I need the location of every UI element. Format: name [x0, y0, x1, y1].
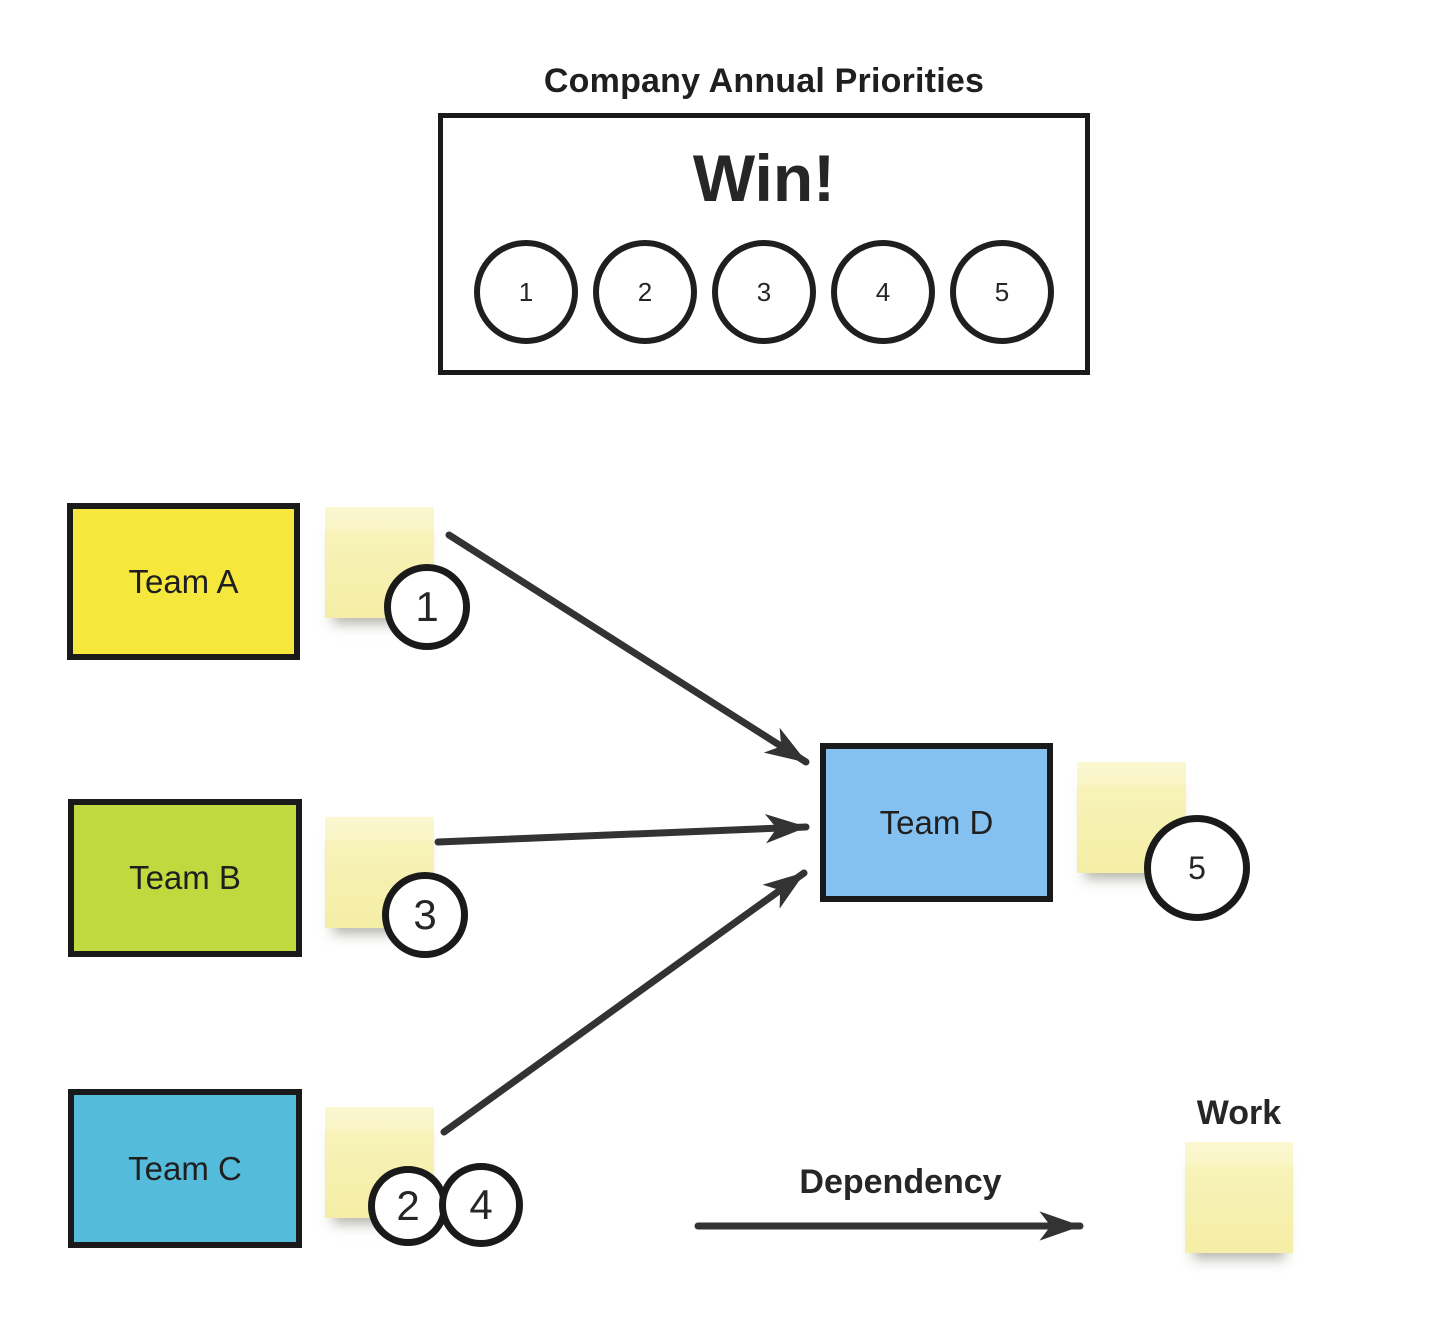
- legend-work-label: Work: [1196, 1094, 1282, 1132]
- team-d-label: Team D: [879, 803, 994, 841]
- priority-circle-1: 1: [474, 240, 578, 344]
- team-d-priority-badge: 5: [1144, 815, 1250, 921]
- team-c-label: Team C: [128, 1149, 242, 1187]
- arrow-team-a-to-team-d: [445, 531, 810, 766]
- team-a-priority-badge: 1: [384, 564, 470, 650]
- priorities-box: Win! 1 2 3 4 5: [438, 113, 1090, 375]
- diagram-title: Company Annual Priorities: [543, 62, 985, 100]
- team-b-box: Team B: [68, 799, 302, 957]
- priority-circle-5: 5: [950, 240, 1054, 344]
- legend-dependency-label: Dependency: [799, 1163, 1002, 1201]
- team-a-label: Team A: [128, 562, 239, 600]
- team-c-box: Team C: [68, 1089, 302, 1248]
- priority-circle-3: 3: [712, 240, 816, 344]
- team-b-label: Team B: [129, 859, 241, 896]
- priority-circle-4: 4: [831, 240, 935, 344]
- legend-work-sticky-note: [1185, 1142, 1293, 1253]
- team-c-priority-badge-2: 4: [439, 1163, 523, 1247]
- arrow-team-b-to-team-d: [434, 813, 810, 846]
- team-d-box: Team D: [820, 743, 1053, 902]
- priority-circles-row: 1 2 3 4 5: [443, 240, 1085, 344]
- team-b-priority-badge: 3: [382, 872, 468, 958]
- arrow-team-c-to-team-d: [440, 869, 808, 1136]
- win-headline: Win!: [692, 141, 836, 215]
- team-c-priority-badge-1: 2: [368, 1166, 448, 1246]
- team-a-box: Team A: [67, 503, 300, 660]
- priority-circle-2: 2: [593, 240, 697, 344]
